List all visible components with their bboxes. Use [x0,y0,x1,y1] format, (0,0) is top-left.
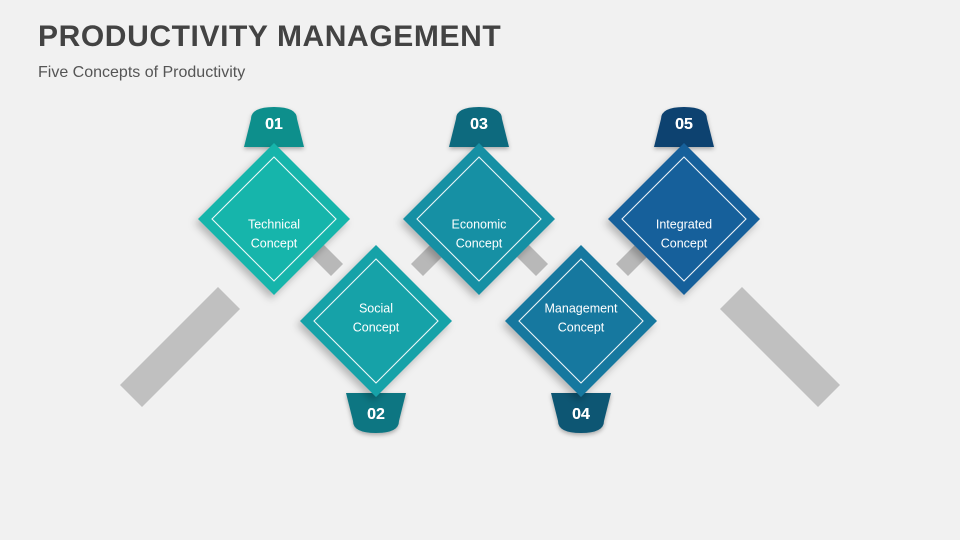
page-title: PRODUCTIVITY MANAGEMENT [38,20,502,53]
diamond-shape[interactable] [608,143,760,295]
node-label-line2: Concept [353,320,400,334]
badge-04: 04 [551,393,611,433]
badge-05: 05 [654,107,714,147]
connector-tail-left [120,287,240,407]
badge-number: 03 [470,116,488,133]
node-label-line1: Social [359,301,393,315]
badge-number: 05 [675,116,693,133]
badge-number-label: 05 [675,116,693,133]
badge-02: 02 [346,393,406,433]
page-subtitle: Five Concepts of Productivity [38,63,246,81]
badge-number: 04 [572,406,590,423]
diamond-inner-border [621,156,747,282]
node-label-line1: Integrated [656,217,712,231]
connector-tail-right [720,287,840,407]
header: PRODUCTIVITY MANAGEMENT Five Concepts of… [38,20,738,82]
diamond-shape[interactable] [403,143,555,295]
diamond-inner-border [211,156,337,282]
badge-number: 01 [265,116,283,133]
badge-number: 02 [367,406,385,423]
badge-number-label: 01 [265,116,283,133]
diamond-shape[interactable] [300,245,452,397]
diamond-nodes-group: 0101TechnicalConcept0202SocialConcept030… [198,107,760,433]
diamond-inner-border [518,258,644,384]
node-label-line1: Economic [452,217,507,231]
badge-03: 03 [449,107,509,147]
badge-number-label: 04 [572,406,590,423]
node-label-line2: Concept [661,236,708,250]
node-label-line2: Concept [558,320,605,334]
node-label-line1: Technical [248,217,300,231]
diamond-inner-border [313,258,439,384]
badge-number-label: 02 [367,406,385,423]
badge-01: 01 [244,107,304,147]
badge-number-label: 03 [470,116,488,133]
diamond-shape[interactable] [505,245,657,397]
node-label-line1: Management [545,301,618,315]
diamond-inner-border [416,156,542,282]
node-label-line2: Concept [251,236,298,250]
diamond-shape[interactable] [198,143,350,295]
node-label-line2: Concept [456,236,503,250]
